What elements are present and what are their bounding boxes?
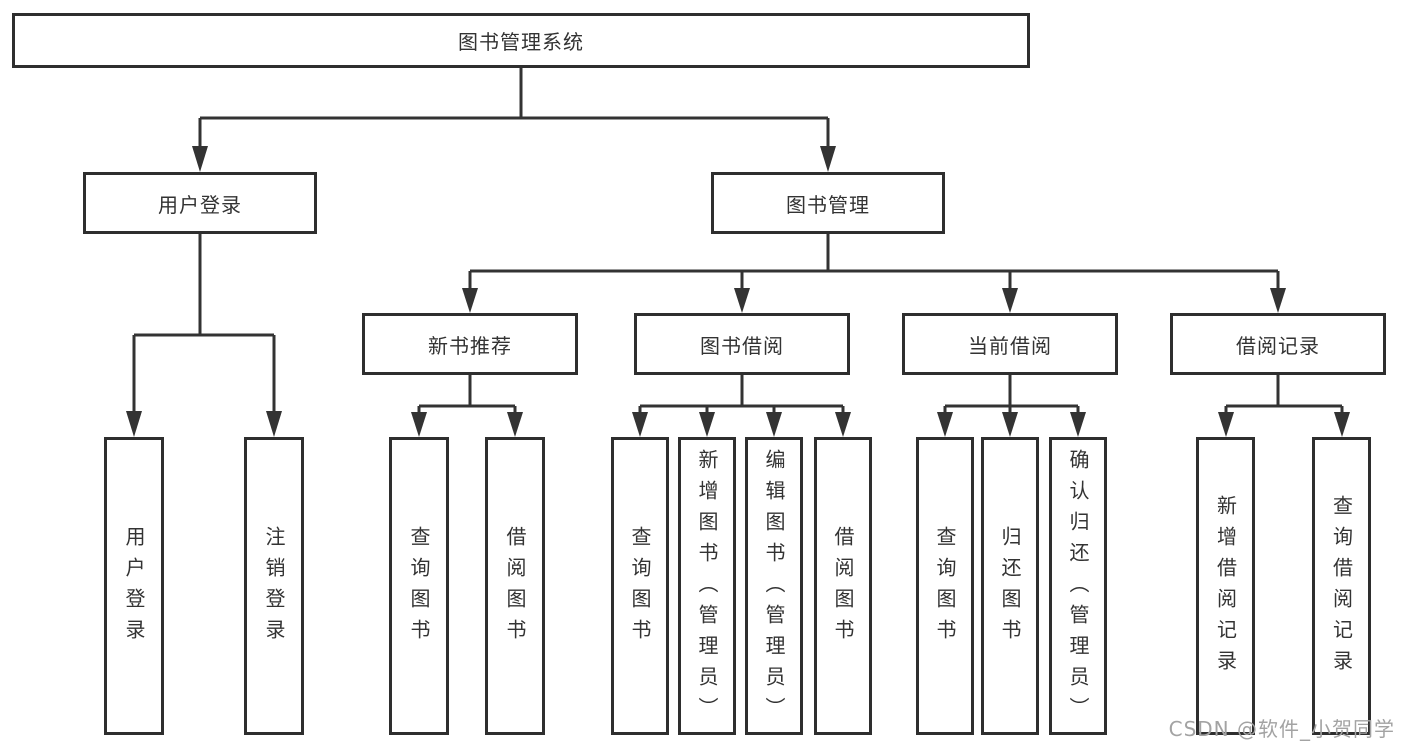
leaf-query-books-3: 查询图书 <box>916 437 974 735</box>
node-new-book-recommend: 新书推荐 <box>362 313 578 375</box>
leaf-confirm-return-admin: 确认归还（管理员） <box>1049 437 1107 735</box>
leaf-add-books-admin: 新增图书（管理员） <box>678 437 736 735</box>
leaf-logout: 注销登录 <box>244 437 304 735</box>
node-borrow-records: 借阅记录 <box>1170 313 1386 375</box>
leaf-query-borrow-record: 查询借阅记录 <box>1312 437 1371 735</box>
leaf-borrow-books-2: 借阅图书 <box>814 437 872 735</box>
leaf-query-books-1: 查询图书 <box>389 437 449 735</box>
csdn-watermark: CSDN @软件_小贺同学 <box>1168 717 1395 741</box>
leaf-edit-books-admin: 编辑图书（管理员） <box>745 437 803 735</box>
leaf-add-borrow-record: 新增借阅记录 <box>1196 437 1255 735</box>
leaf-user-login: 用户登录 <box>104 437 164 735</box>
node-system-root: 图书管理系统 <box>12 13 1030 68</box>
node-book-borrow: 图书借阅 <box>634 313 850 375</box>
node-current-borrow: 当前借阅 <box>902 313 1118 375</box>
leaf-return-books: 归还图书 <box>981 437 1039 735</box>
node-book-management: 图书管理 <box>711 172 945 234</box>
node-user-login: 用户登录 <box>83 172 317 234</box>
leaf-borrow-books-1: 借阅图书 <box>485 437 545 735</box>
leaf-query-books-2: 查询图书 <box>611 437 669 735</box>
